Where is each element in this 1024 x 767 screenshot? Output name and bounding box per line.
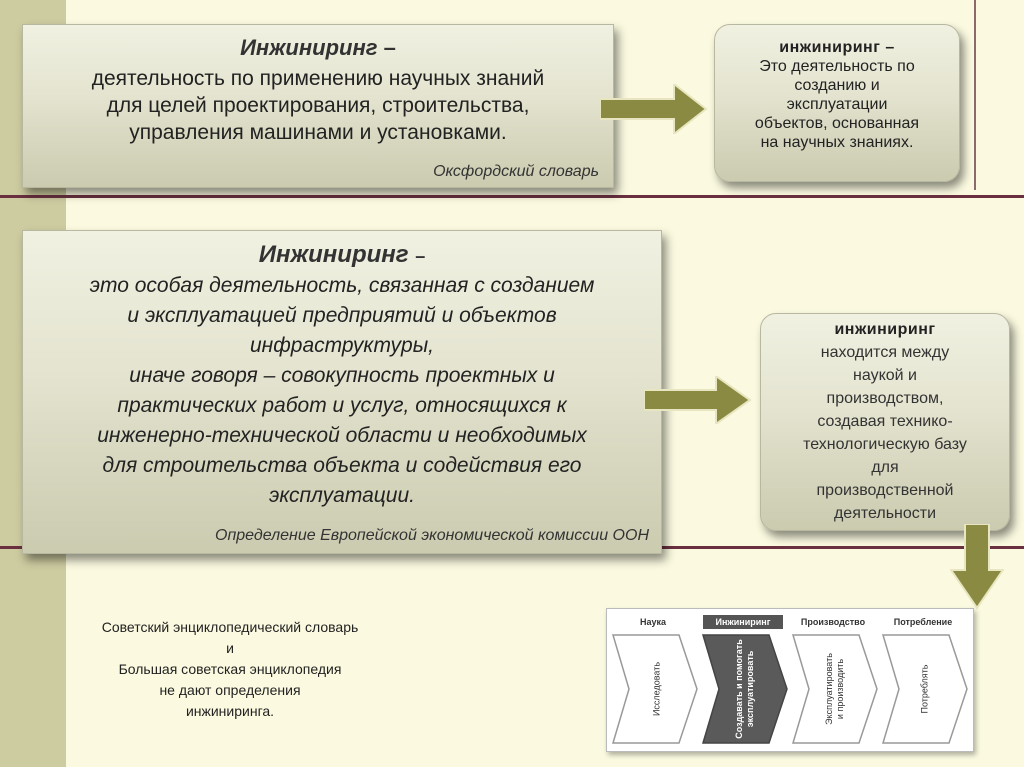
note-line: и <box>226 640 234 656</box>
box3-line: практических работ и услуг, относящихся … <box>117 394 567 417</box>
un-definition-box: Инжиниринг – это особая деятельность, св… <box>22 230 662 554</box>
box4-text: находится между наукой и производством, … <box>761 341 1009 525</box>
box3-line: инфраструктуры, <box>249 334 435 357</box>
box3-title: Инжиниринг – <box>23 241 661 269</box>
right-arrow-icon <box>600 84 708 134</box>
stage-text-engineering-line: эксплуатировать <box>745 650 755 728</box>
vertical-divider-line <box>974 0 976 190</box>
process-chain-diagram: Наука Инжиниринг Производство Потреблени… <box>606 608 974 752</box>
stage-text-engineering-line: Создавать и помогать <box>734 639 744 739</box>
box1-title-word: Инжиниринг <box>240 35 378 60</box>
box1-line: для целей проектирования, строительства, <box>106 94 530 117</box>
stage-label-science: Наука <box>639 617 667 627</box>
box4-line: производственной <box>816 482 954 499</box>
box1-text: деятельность по применению научных знани… <box>23 65 613 146</box>
chevron-engineering <box>701 634 788 744</box>
box3-line: инженерно-технической области и необходи… <box>97 424 587 447</box>
stage-text-production: Эксплуатировать и производить <box>824 653 846 725</box>
box4-line: создавая технико- <box>817 413 953 430</box>
encyclopedia-note: Советский энциклопедический словарь и Бо… <box>60 617 400 722</box>
stage-text-production-line: и производить <box>835 658 845 720</box>
stage-text-consumption: Потреблять <box>919 664 930 714</box>
box1-title-dash: – <box>383 35 396 60</box>
box4-line: находится между <box>820 344 950 361</box>
box4-line: технологическую базу <box>803 436 967 453</box>
box3-title-word: Инжиниринг <box>258 241 409 268</box>
stage-label-consumption: Потребление <box>893 617 953 627</box>
stage-text-production-line: Эксплуатировать <box>824 653 834 725</box>
chevron-science <box>611 634 698 744</box>
box3-text: это особая деятельность, связанная с соз… <box>23 271 661 511</box>
box4-line: производством, <box>826 390 944 407</box>
oxford-definition-box: Инжиниринг – деятельность по применению … <box>22 24 614 188</box>
note-line: Советский энциклопедический словарь <box>101 619 359 635</box>
box4-line: наукой и <box>853 367 917 384</box>
box4-line: для <box>871 459 899 476</box>
box2-line: на научных знаниях. <box>760 134 914 151</box>
chevron-consumption <box>881 634 968 744</box>
note-line: инжиниринга. <box>185 703 275 719</box>
box2-line: Это деятельность по <box>759 58 915 75</box>
box1-line: деятельность по применению научных знани… <box>91 67 545 90</box>
chevron-production <box>791 634 878 744</box>
stage-text-engineering: Создавать и помогать эксплуатировать <box>734 639 756 739</box>
box4-line: деятельности <box>833 505 937 522</box>
box4-title: инжиниринг <box>834 321 936 338</box>
box3-line: и эксплуатацией предприятий и объектов <box>127 304 557 327</box>
stage-text-science: Исследовать <box>651 661 662 717</box>
box2-line: созданию и <box>794 77 880 94</box>
box1-title: Инжиниринг – <box>23 35 613 61</box>
right-arrow-icon <box>644 376 752 424</box>
stage-label-engineering: Инжиниринг <box>703 615 783 629</box>
box3-line: это особая деятельность, связанная с соз… <box>89 274 595 297</box>
box3-line: для строительства объекта и содействия е… <box>102 454 582 477</box>
box3-line: иначе говоря – совокупность проектных и <box>129 364 555 387</box>
box2-text: Это деятельность по созданию и эксплуата… <box>715 57 959 152</box>
down-arrow-icon <box>950 524 1004 610</box>
box1-line: управления машинами и установками. <box>129 121 507 144</box>
note-line: не дают определения <box>159 682 301 698</box>
box3-title-dash: – <box>415 246 426 266</box>
chevron-chain <box>611 634 968 744</box>
stage-label-production: Производство <box>800 617 866 627</box>
short-definition-box: инжиниринг – Это деятельность по создани… <box>714 24 960 182</box>
science-production-box: инжиниринг находится между наукой и прои… <box>760 313 1010 531</box>
box2-line: объектов, основанная <box>754 115 920 132</box>
note-line: Большая советская энциклопедия <box>118 661 342 677</box>
divider-line-top <box>0 195 1024 198</box>
box2-title: инжиниринг – <box>779 39 895 56</box>
box1-source: Оксфордский словарь <box>433 163 599 180</box>
box2-line: эксплуатации <box>786 96 888 113</box>
box3-source: Определение Европейской экономической ко… <box>215 527 649 544</box>
box3-line: эксплуатации. <box>269 484 415 507</box>
